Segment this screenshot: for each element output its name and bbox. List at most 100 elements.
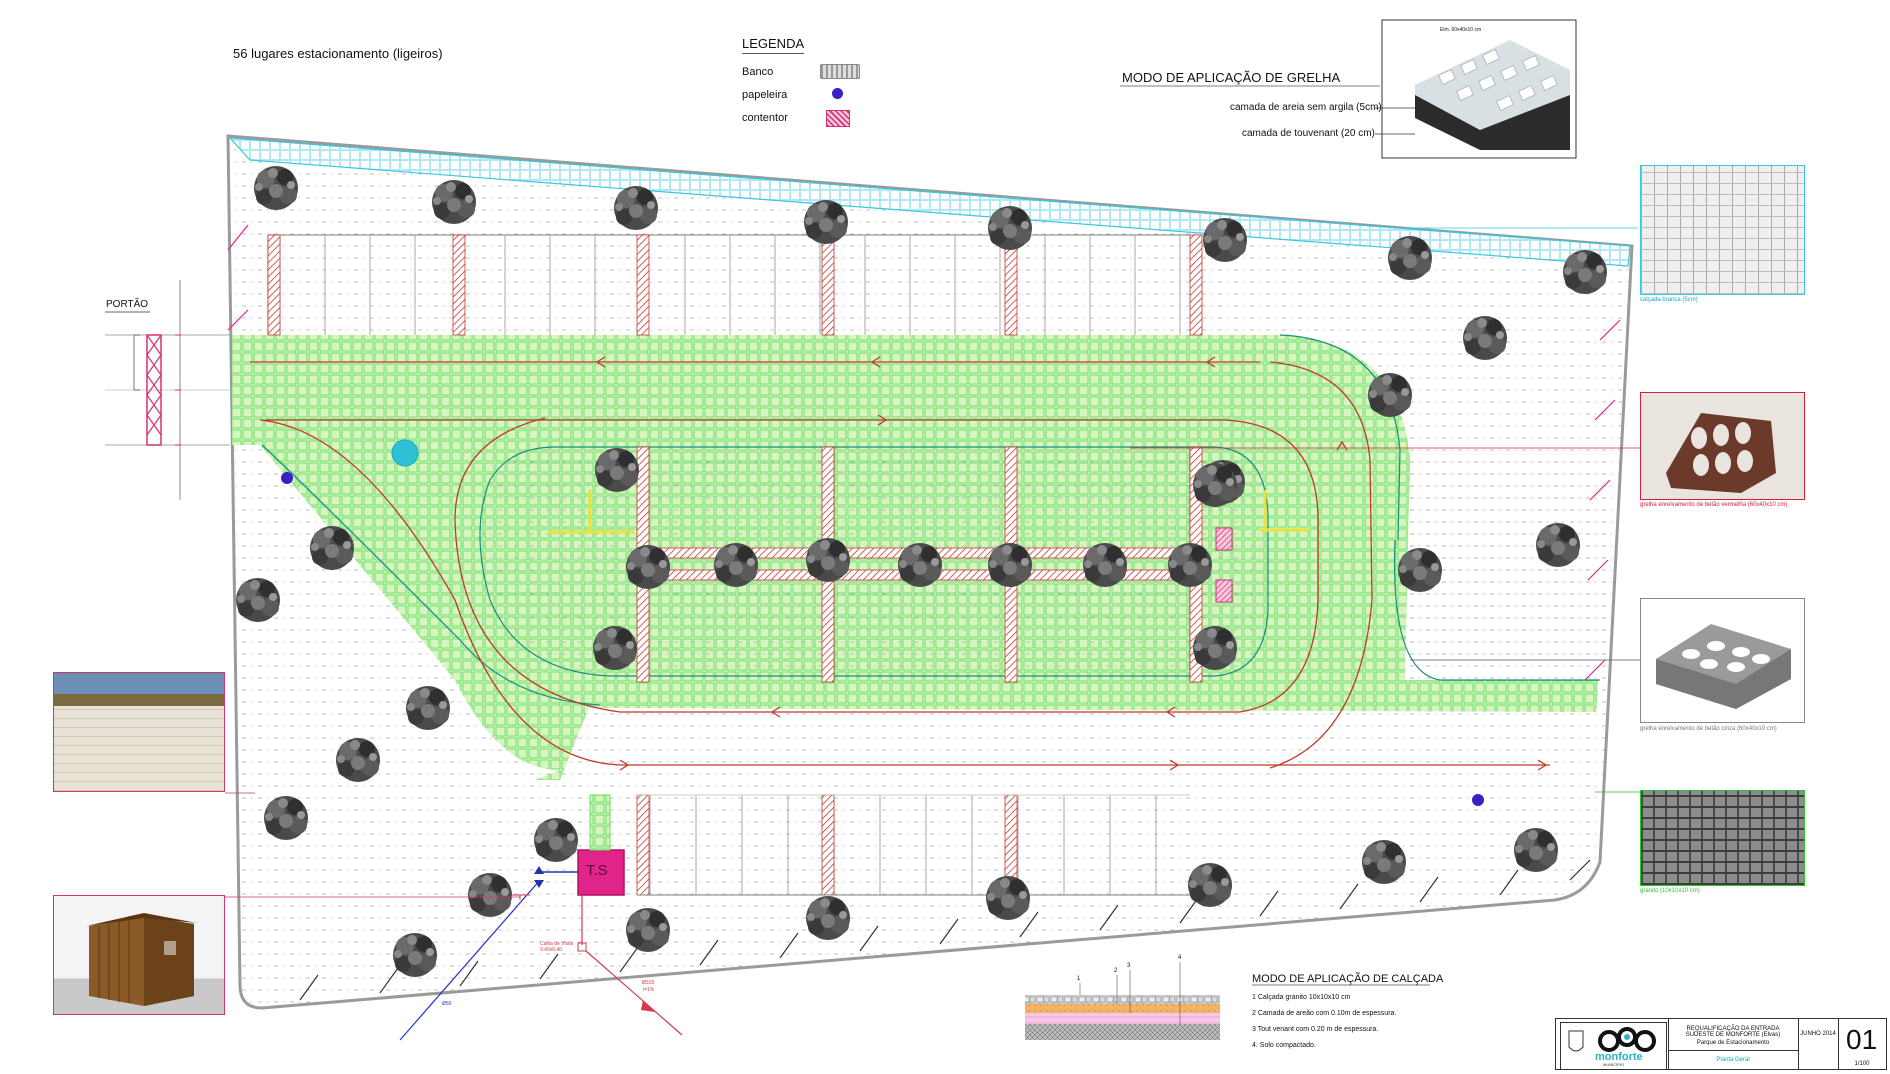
tree-icon xyxy=(986,876,1030,920)
municipality-logo: monforte MUNICÍPIO xyxy=(1560,1022,1667,1070)
legend-title: LEGENDA xyxy=(742,36,805,54)
container-hatch-icon xyxy=(826,110,850,127)
tree-icon xyxy=(1193,626,1237,670)
section-num-3: 3 xyxy=(1127,963,1131,969)
ts-label: T.S xyxy=(586,862,608,879)
photo-shed xyxy=(53,895,225,1015)
grelha-layer-1: camada de areia sem argila (5cm) xyxy=(1230,102,1382,113)
shed-icon xyxy=(86,913,197,1006)
tree-icon xyxy=(1368,373,1412,417)
caption-grelha-cinza: grelha enrelvamento de betão cinza (60x4… xyxy=(1640,726,1777,732)
municipality-sub: MUNICÍPIO xyxy=(1603,1062,1625,1067)
tree-icon xyxy=(1203,218,1247,262)
pipe-label-50: Ø50 xyxy=(442,1001,452,1007)
pipe-label-315: Ø315 xyxy=(642,980,655,986)
container-1 xyxy=(1215,527,1233,551)
tree-icon xyxy=(595,448,639,492)
tree-icon xyxy=(1188,863,1232,907)
grelha-title: MODO DE APLICAÇÃO DE GRELHA xyxy=(1122,70,1341,85)
tree-icon xyxy=(988,206,1032,250)
caption-granito: granito (10x10x10 cm) xyxy=(1640,888,1700,894)
tree-icon xyxy=(714,543,758,587)
traffic-flow-lines xyxy=(250,361,1550,769)
tree-icon xyxy=(1398,548,1442,592)
caption-calcada-branca: calçada branca (5cm) xyxy=(1640,297,1698,303)
tree-icon xyxy=(614,186,658,230)
tree-icon xyxy=(1193,463,1237,507)
photo-grelha-cinza xyxy=(1640,598,1805,723)
tree-icon xyxy=(310,526,354,570)
red-paver-icon xyxy=(1666,413,1776,493)
central-island xyxy=(479,446,1269,677)
cyan-paving-band xyxy=(228,137,1631,267)
tree-icon xyxy=(806,538,850,582)
legend-label-contentor: contentor xyxy=(742,112,788,124)
gate-label: PORTÃO xyxy=(106,299,149,310)
photo-grelha-vermelha xyxy=(1640,392,1805,500)
tree-icon xyxy=(1083,543,1127,587)
bench-yellow xyxy=(548,490,1310,534)
pipe-label-slope: i=1% xyxy=(643,987,655,993)
caixa-label: Caixa de Visita 0.40x0.40 xyxy=(540,941,574,953)
tree-icon xyxy=(1168,543,1212,587)
fountain-circle xyxy=(391,439,419,467)
calcada-step-1: 1 Calçada granito 10x10x10 cm xyxy=(1252,994,1351,1001)
grelha-photo-caption: Elm. 60x40x10 cm xyxy=(1440,27,1482,33)
tree-icon xyxy=(254,166,298,210)
legend-label-bench: Banco xyxy=(742,66,774,78)
direction-arrows xyxy=(595,356,1548,771)
grelha-section-image xyxy=(1120,19,1577,159)
tree-icon xyxy=(534,818,578,862)
tree-icon xyxy=(1388,236,1432,280)
legend: LEGENDA Banco papeleira contentor xyxy=(742,36,872,131)
tree-icon xyxy=(806,896,850,940)
tree-icon xyxy=(804,200,848,244)
photo-wall xyxy=(53,672,225,792)
photo-granito xyxy=(1640,790,1805,886)
legend-label-papeleira: papeleira xyxy=(742,89,788,101)
tree-icon xyxy=(593,626,637,670)
tree-icon xyxy=(626,908,670,952)
calcada-step-4: 4. Solo compactado. xyxy=(1252,1042,1316,1049)
calcada-title: MODO DE APLICAÇÃO DE CALÇADA xyxy=(1252,973,1444,985)
litter-bin-1 xyxy=(281,472,293,484)
project-title: REQUALIFICAÇÃO DA ENTRADA SUDESTE DE MON… xyxy=(1685,1026,1781,1038)
tree-icon xyxy=(1362,840,1406,884)
drawing-date: JUNHO 2014 xyxy=(1800,1031,1836,1037)
tree-icon xyxy=(1536,523,1580,567)
photo-calcada-branca xyxy=(1640,165,1805,295)
tree-icon xyxy=(1463,316,1507,360)
container-2 xyxy=(1215,579,1233,603)
section-num-1: 1 xyxy=(1077,976,1081,982)
tree-icon xyxy=(336,738,380,782)
monforte-logo-icon xyxy=(1568,1027,1656,1052)
litter-bin-2 xyxy=(1472,794,1484,806)
tree-icon xyxy=(264,796,308,840)
gate-detail xyxy=(105,280,232,500)
parking-title: 56 lugares estacionamento (ligeiros) xyxy=(233,46,443,61)
curb-hatching xyxy=(299,859,1591,1001)
tree-icon xyxy=(626,545,670,589)
title-block: monforte MUNICÍPIO REQUALIFICAÇÃO DA ENT… xyxy=(1555,1018,1887,1070)
bench-icon xyxy=(820,64,860,79)
bin-dot-icon xyxy=(832,88,843,99)
tree-icon xyxy=(988,543,1032,587)
tree-icon xyxy=(898,543,942,587)
grelha-layer-2: camada de touvenant (20 cm) xyxy=(1242,128,1375,139)
caption-grelha-vermelha: grelha enrelvamento de betão vermelha (6… xyxy=(1640,502,1788,508)
tree-icon xyxy=(393,933,437,977)
calcada-section-image xyxy=(1025,962,1430,1040)
section-num-2: 2 xyxy=(1114,968,1118,974)
tree-icon xyxy=(468,873,512,917)
drawing-scale: 1/100 xyxy=(1854,1061,1870,1067)
tree-icon xyxy=(1563,250,1607,294)
drawing-name: Planta Geral xyxy=(1716,1057,1750,1063)
tree-icon xyxy=(236,578,280,622)
tree-icon xyxy=(406,686,450,730)
sheet-number: 01 xyxy=(1846,1024,1878,1055)
project-subtitle: Parque de Estacionamento xyxy=(1696,1040,1770,1046)
tree-icon xyxy=(432,180,476,224)
calcada-step-3: 3 Tout venant com 0.20 m de espessura. xyxy=(1252,1026,1379,1033)
grey-paver-icon xyxy=(1656,624,1791,709)
